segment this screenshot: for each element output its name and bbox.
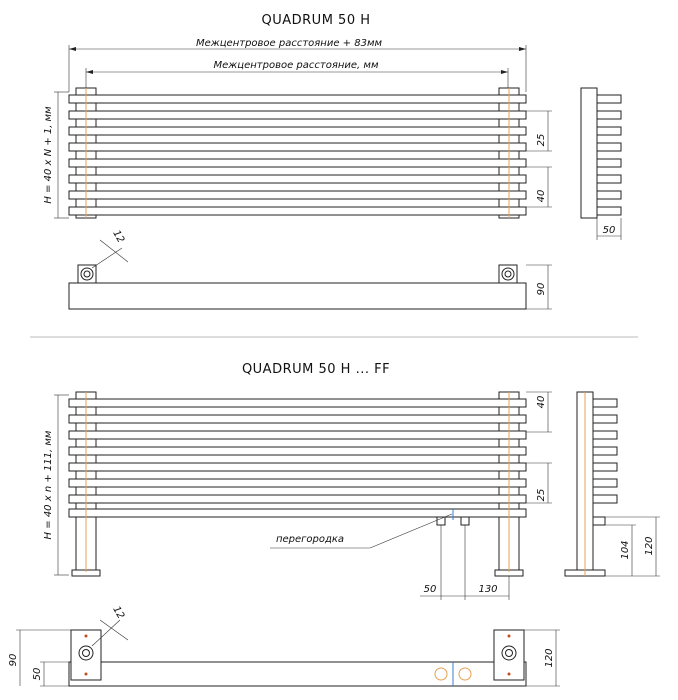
top-center-label: Межцентровое расстояние, мм (214, 60, 379, 71)
dim-50-plan-label: 50 (32, 668, 43, 681)
bottom-plan-view: 12 50 90 120 (8, 604, 560, 687)
top-title: QUADRUM 50 H (262, 13, 371, 28)
dim-50-label: 50 (424, 584, 437, 595)
top-pitch-label: 40 (536, 190, 547, 203)
bottom-pipe-label: 12 (110, 604, 126, 621)
dim-120-plan-label: 120 (544, 648, 555, 667)
dim-90-label: 90 (8, 654, 19, 667)
dim-130-label: 130 (478, 584, 497, 595)
bottom-gap-label: 25 (536, 489, 547, 502)
top-right-dimensions: 25 40 (526, 110, 552, 208)
bottom-connection-dimensions: 50 130 (420, 525, 510, 600)
top-height-dimension: H = 40 x N + 1, мм (43, 91, 69, 219)
bottom-front-view (68, 391, 527, 577)
top-depth-label: 50 (603, 225, 616, 236)
top-side-view: 50 (580, 87, 622, 240)
top-bottom-height-label: 90 (536, 283, 547, 296)
bottom-title: QUADRUM 50 H ... FF (242, 362, 390, 377)
bottom-height-dimension: H = 40 x n + 111, мм (43, 394, 69, 576)
top-overall-label: Межцентровое расстояние + 83мм (196, 38, 383, 49)
partition-callout: перегородка (270, 513, 453, 549)
top-height-label: H = 40 x N + 1, мм (43, 106, 54, 204)
bottom-height-label: H = 40 x n + 111, мм (43, 430, 54, 539)
top-plan-view: 12 90 (68, 228, 552, 310)
top-center-dimension: Межцентровое расстояние, мм (85, 60, 509, 92)
bottom-side-view: 104 120 (564, 391, 660, 577)
partition-label: перегородка (276, 534, 344, 545)
top-pipe-label: 12 (110, 228, 126, 245)
top-gap-label: 25 (536, 134, 547, 147)
top-overall-dimension: Межцентровое расстояние + 83мм (68, 38, 527, 92)
dim-120-side-label: 120 (644, 536, 655, 555)
dim-104-label: 104 (620, 540, 631, 559)
bottom-pitch-label: 40 (536, 396, 547, 409)
top-front-view (68, 87, 527, 219)
bottom-right-dimensions: 40 25 (526, 391, 552, 504)
